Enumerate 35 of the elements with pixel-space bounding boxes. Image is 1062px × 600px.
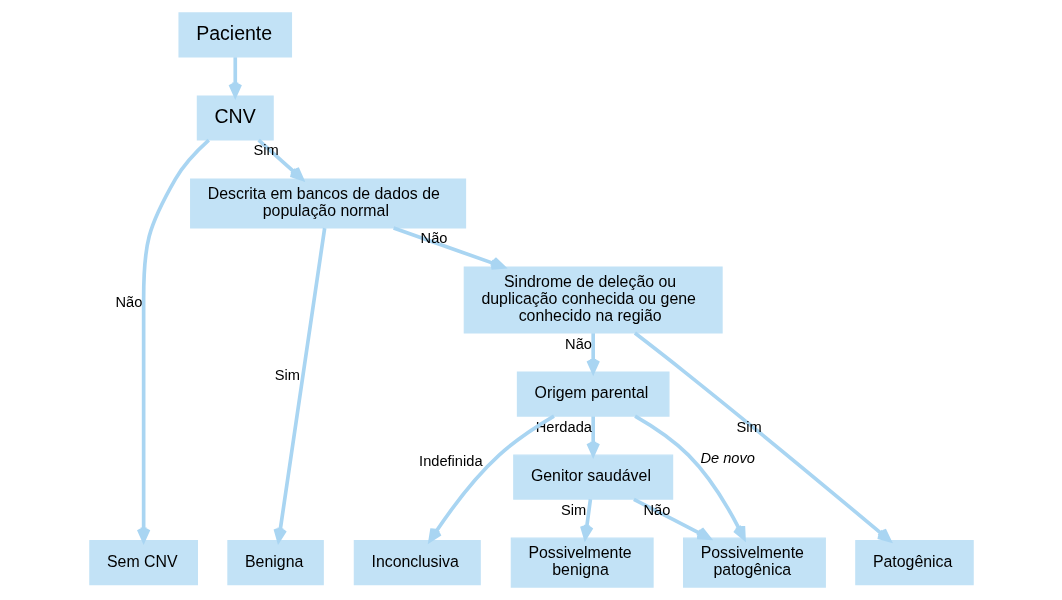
- edge-label: Sim: [252, 142, 279, 159]
- node-box: Paciente: [177, 12, 292, 58]
- edge-label: Herdada: [535, 418, 592, 435]
- arrow: [136, 138, 210, 543]
- arrow: [392, 226, 505, 270]
- edge-label: Sim: [274, 367, 300, 384]
- edge-label: Sim: [560, 501, 586, 518]
- node-box: Descrita em bancos de dados de população normal: [189, 178, 466, 229]
- edge-label: Indefinida: [418, 453, 483, 470]
- arrow: [256, 138, 304, 181]
- node-box: Possivelmente patogênica: [682, 537, 826, 588]
- edge-label: De novo: [699, 449, 755, 466]
- node-box: Sindrome de deleção ou duplicação conhecida ou gene conhecido na região: [463, 266, 723, 334]
- edge-label: Não: [420, 230, 447, 247]
- edge-label: Não: [642, 501, 670, 518]
- arrow: [633, 414, 746, 541]
- node-box: Inconclusiva: [353, 540, 481, 586]
- arrow: [579, 499, 593, 540]
- arrow: [273, 227, 326, 543]
- node-box: Benigna: [226, 540, 324, 586]
- arrow: [632, 497, 711, 540]
- arrow: [228, 57, 242, 98]
- edge-label: Sim: [736, 418, 762, 435]
- edge-label: Não: [564, 335, 592, 352]
- edge-label: Não: [115, 293, 142, 310]
- arrow: [585, 416, 600, 457]
- arrow: [585, 333, 600, 374]
- node-box: CNV: [196, 95, 274, 141]
- node-box: Possivelmente benigna: [510, 537, 654, 588]
- arrow: [633, 331, 891, 543]
- node-box: Sem CNV: [88, 540, 198, 586]
- node-box: Genitor saudável: [512, 454, 673, 500]
- arrow: [427, 414, 555, 543]
- node-box: Origem parental: [516, 371, 670, 417]
- node-box: Patogênica: [854, 540, 974, 586]
